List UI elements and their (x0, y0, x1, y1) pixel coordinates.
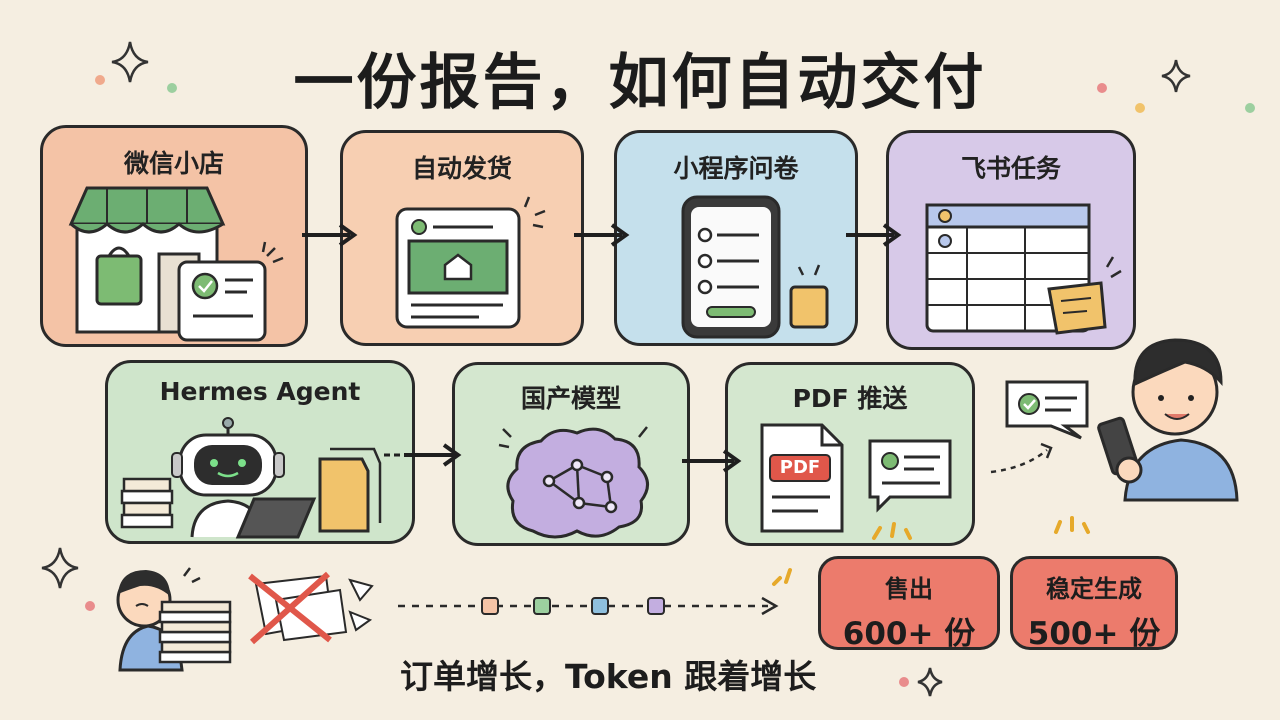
step-card-mini-program-survey: 小程序问卷 (614, 130, 858, 346)
progress-path (398, 596, 779, 616)
step-card-feishu-task: 飞书任务 (886, 130, 1136, 350)
step-label: 小程序问卷 (673, 154, 799, 183)
crossed-paper-icon (248, 571, 374, 645)
stat-sold: 售出 600+ 份 (818, 556, 1000, 652)
spreadsheet-task-icon (925, 203, 1122, 335)
step-label: PDF 推送 (792, 384, 908, 413)
arrow-icon (682, 449, 742, 473)
footer-caption: 订单增长，Token 跟着增长 (400, 657, 817, 696)
step-card-auto-delivery: 自动发货 (340, 130, 584, 346)
customer-illustration (990, 338, 1239, 502)
storefront-icon (68, 186, 284, 342)
brain-icon (498, 426, 649, 539)
stressed-worker-illustration (116, 567, 374, 672)
step-card-pdf-push: PDF 推送 PDF (725, 362, 975, 546)
dot-decorations (85, 75, 1255, 687)
step-label: 国产模型 (520, 384, 621, 413)
arrow-icon (384, 443, 462, 467)
stat-label: 售出 (885, 575, 933, 603)
page-title: 一份报告，如何自动交付 (293, 48, 987, 118)
arrow-icon (574, 223, 630, 247)
emphasis-marks (772, 516, 1090, 586)
step-card-wechat-shop: 微信小店 (40, 125, 308, 347)
arrow-icon (302, 223, 358, 247)
stat-generated: 稳定生成 500+ 份 (1010, 556, 1178, 652)
robot-icon (120, 417, 382, 539)
sparkle-icon (41, 41, 1191, 697)
stat-value: 600+ 份 (842, 616, 976, 652)
pdf-badge: PDF (779, 457, 821, 478)
step-label: 自动发货 (411, 154, 512, 183)
step-card-hermes-agent: Hermes Agent (105, 360, 415, 544)
step-label: 飞书任务 (960, 154, 1061, 183)
pdf-document-icon (760, 423, 952, 533)
step-card-domestic-model: 国产模型 (452, 362, 690, 546)
step-label: Hermes Agent (159, 377, 361, 406)
phone-survey-icon (681, 195, 829, 339)
step-label: 微信小店 (123, 149, 224, 178)
arrow-icon (846, 223, 902, 247)
stat-value: 500+ 份 (1027, 616, 1161, 652)
delivery-document-icon (395, 196, 546, 329)
stat-label: 稳定生成 (1046, 575, 1142, 603)
